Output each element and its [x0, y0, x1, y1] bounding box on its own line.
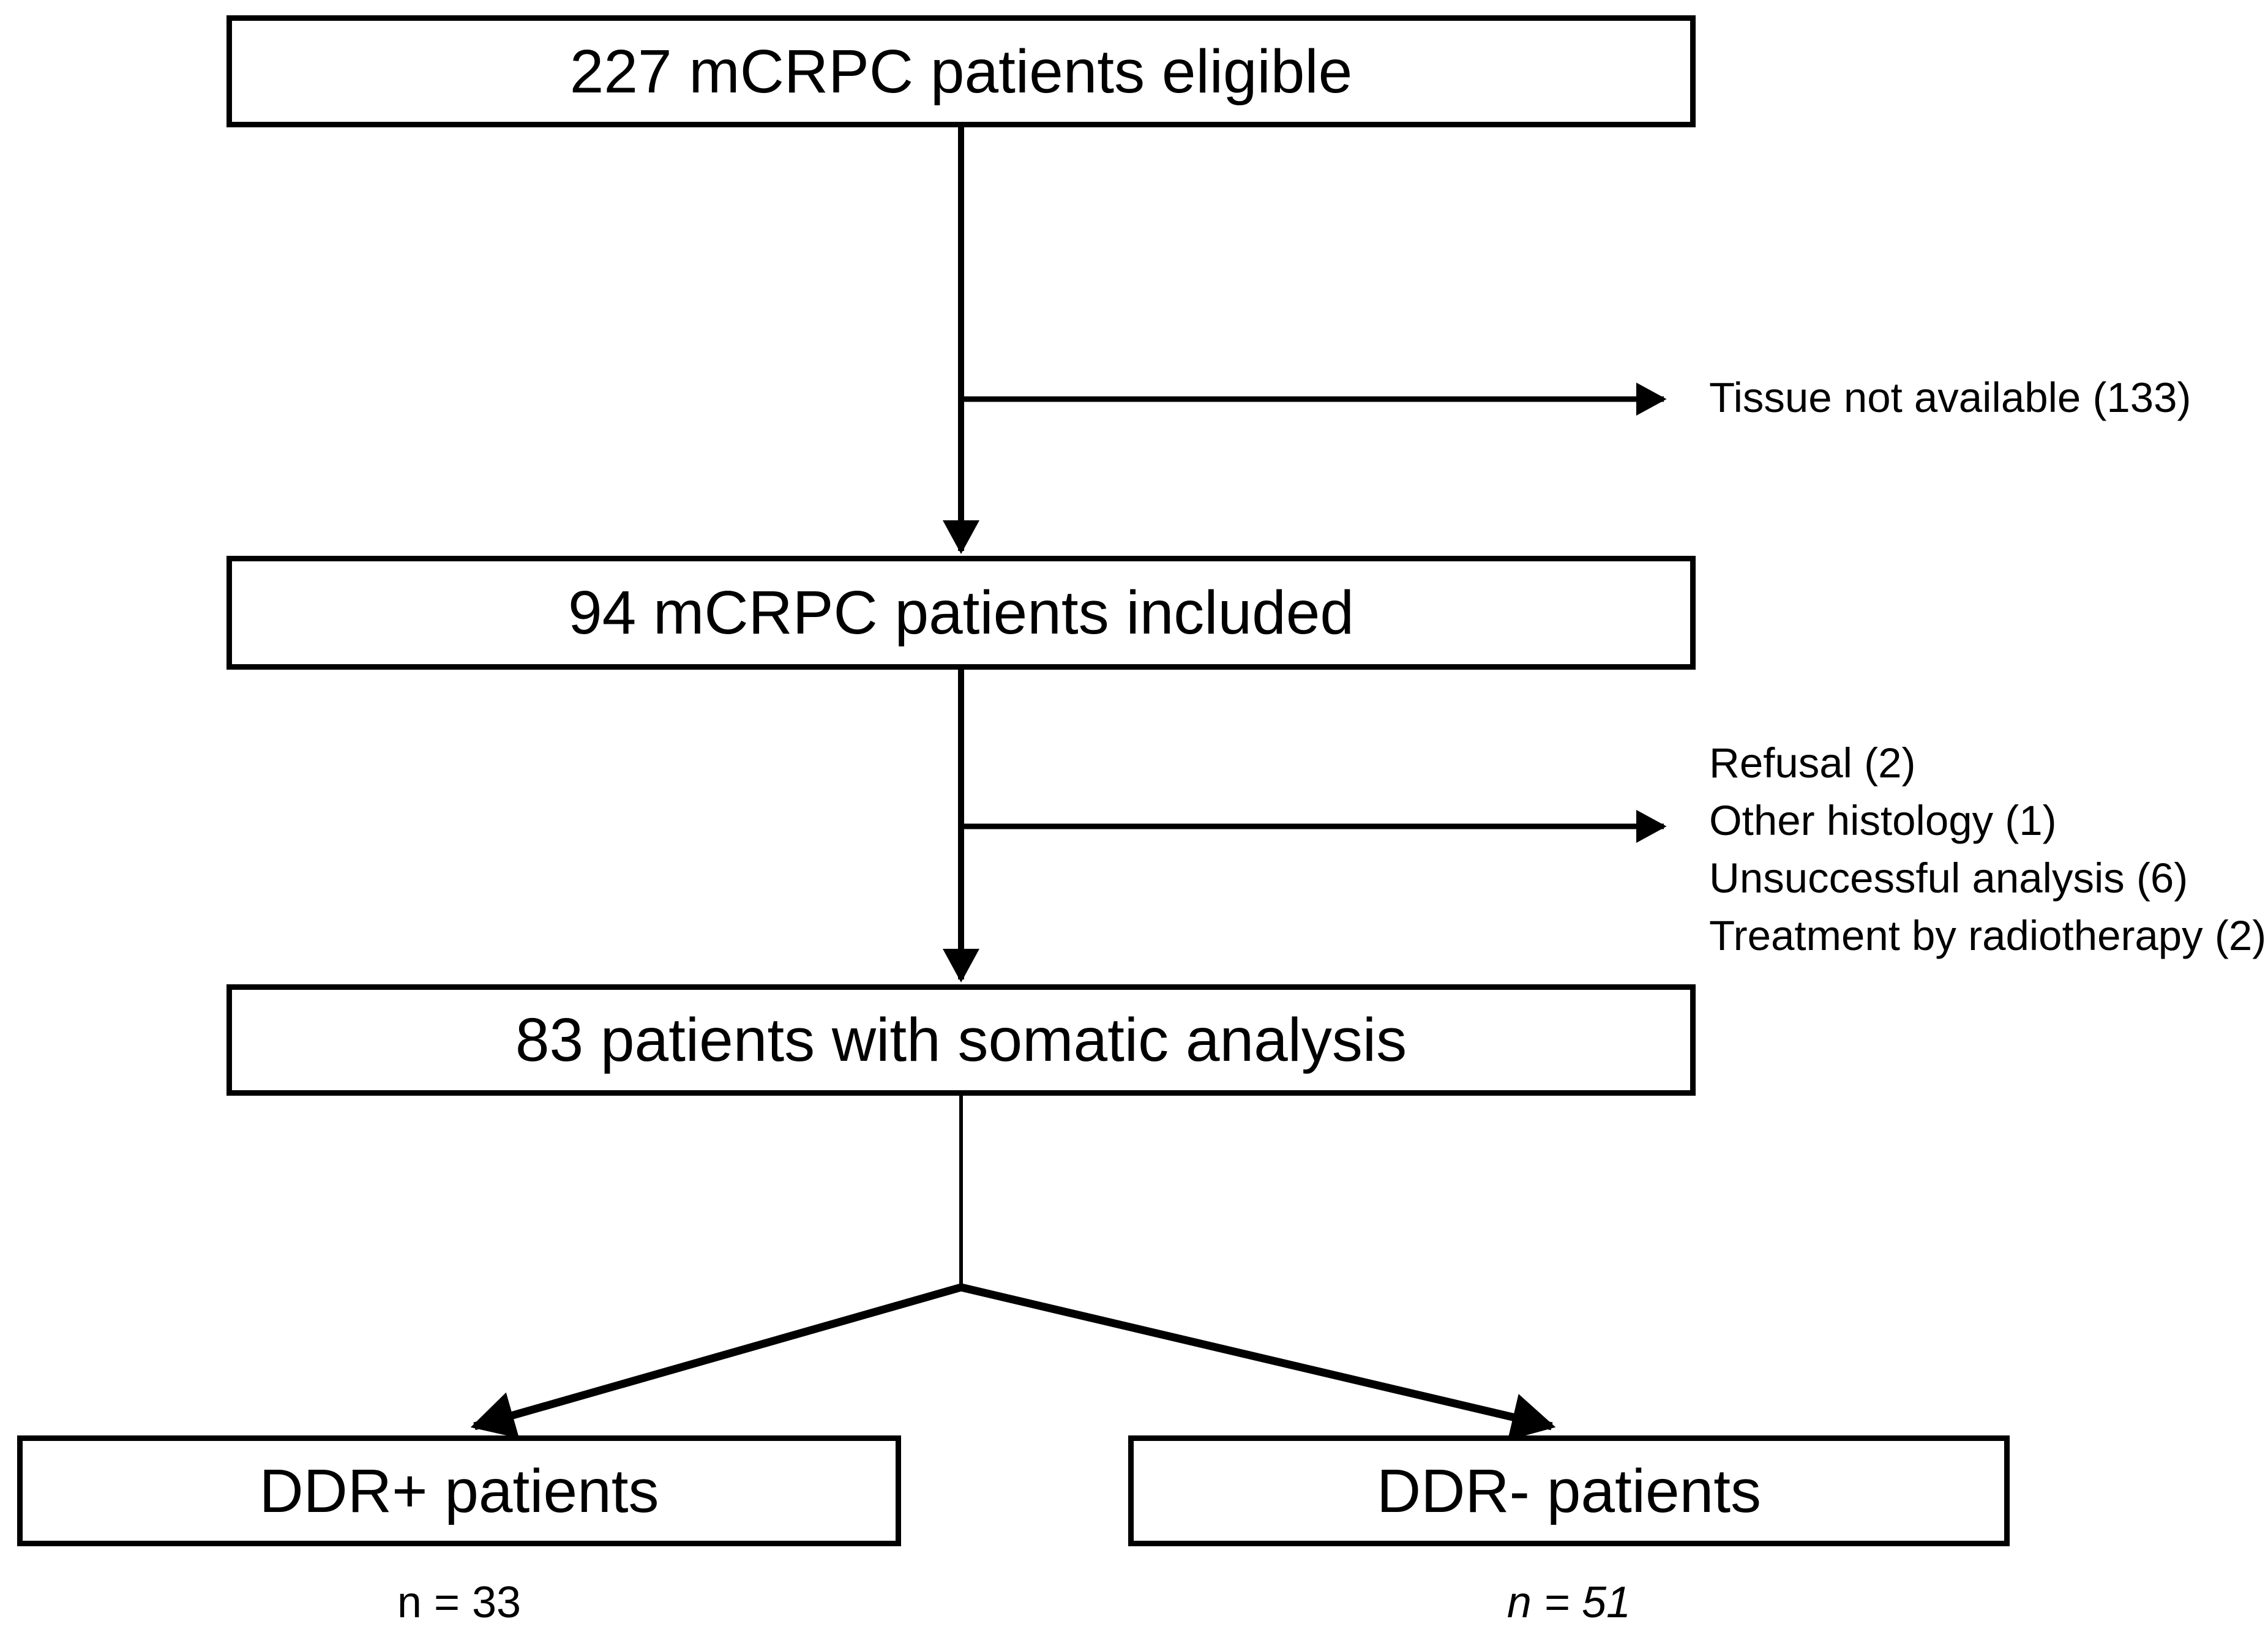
box-eligible-label: 227 mCRPC patients eligible — [569, 37, 1353, 106]
box-ddr-negative-label: DDR- patients — [1377, 1456, 1761, 1525]
exclusion-reason-item: Refusal (2) — [1709, 739, 1916, 787]
exclusion-reasons-list: Refusal (2) Other histology (1) Unsucces… — [1709, 735, 2266, 965]
arrow-branch-to-ddr-negative — [960, 1283, 1556, 1441]
exclusion-reason-item: Tissue not available (133) — [1709, 374, 2191, 421]
box-ddr-positive-label: DDR+ patients — [259, 1456, 659, 1525]
box-somatic-analysis-patients: 83 patients with somatic analysis — [226, 984, 1696, 1096]
ddr-negative-count: n = 51 — [1506, 1578, 1631, 1627]
ddr-positive-count: n = 33 — [397, 1578, 522, 1627]
box-somatic-label: 83 patients with somatic analysis — [515, 1006, 1407, 1074]
box-eligible-patients: 227 mCRPC patients eligible — [226, 15, 1696, 127]
box-ddr-negative-patients: DDR- patients — [1128, 1435, 2010, 1546]
box-included-label: 94 mCRPC patients included — [568, 578, 1354, 647]
box-included-patients: 94 mCRPC patients included — [226, 556, 1696, 670]
exclusion-reason-item: Other histology (1) — [1709, 797, 2057, 844]
exclusion-reason-item: Treatment by radiotherapy (2) — [1709, 912, 2267, 959]
exclusion-note-tissue: Tissue not available (133) — [1709, 372, 2191, 424]
arrow-branch-to-ddr-positive — [470, 1283, 962, 1439]
exclusion-reason-item: Unsuccessful analysis (6) — [1709, 855, 2188, 902]
box-ddr-positive-patients: DDR+ patients — [17, 1435, 901, 1546]
